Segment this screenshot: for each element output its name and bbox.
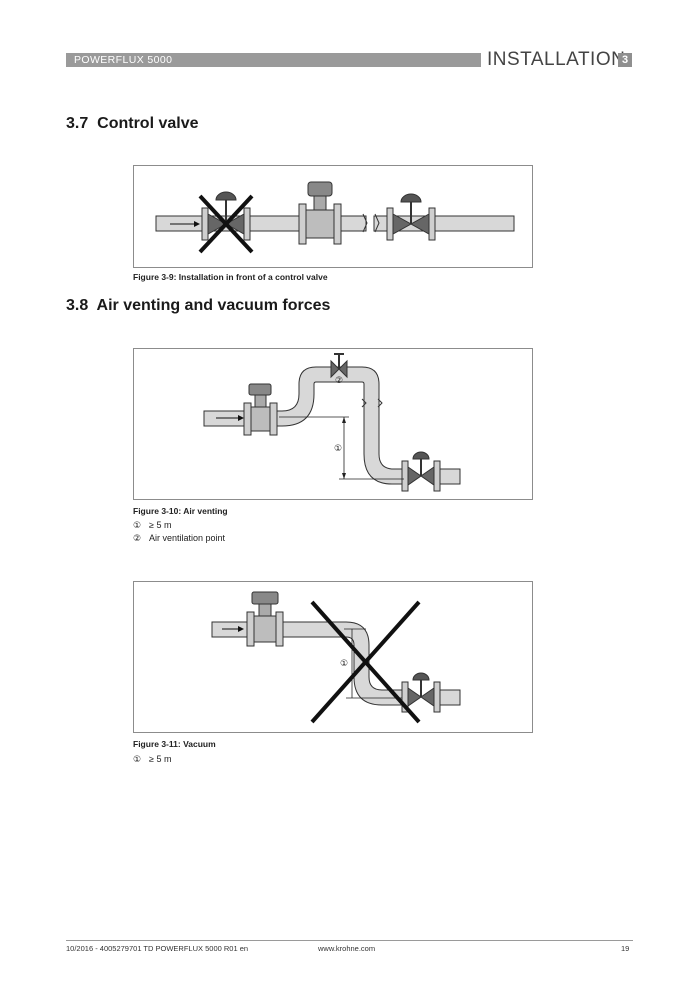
legend-text: Air ventilation point bbox=[149, 533, 226, 543]
footer-page-number: 19 bbox=[621, 944, 630, 953]
footer-rule bbox=[66, 940, 633, 941]
section-title: Air venting and vacuum forces bbox=[96, 297, 331, 314]
callout-1: ① bbox=[334, 444, 342, 454]
figure-caption: Figure 3-9: Installation in front of a c… bbox=[133, 272, 328, 282]
legend-number: ① bbox=[133, 754, 142, 764]
legend-item: ① ≥ 5 m bbox=[133, 520, 171, 531]
figure-caption: Figure 3-10: Air venting bbox=[133, 506, 228, 516]
callout-2: ② bbox=[335, 376, 343, 386]
legend-item: ② Air ventilation point bbox=[133, 533, 225, 544]
control-valve-diagram bbox=[155, 181, 515, 254]
figure-3-11: ① bbox=[133, 581, 533, 733]
section-heading-3-8: 3.8 Air venting and vacuum forces bbox=[66, 297, 330, 315]
section-number: 3.8 bbox=[66, 297, 89, 314]
section-heading-3-7: 3.7 Control valve bbox=[66, 115, 199, 133]
section-number: 3.7 bbox=[66, 115, 89, 132]
footer-website: www.krohne.com bbox=[318, 944, 376, 953]
figure-3-10: ② ① bbox=[133, 348, 533, 500]
figure-3-9 bbox=[133, 165, 533, 268]
legend-text: ≥ 5 m bbox=[149, 520, 172, 530]
footer-doc-ref: 10/2016 - 4005279701 TD POWERFLUX 5000 R… bbox=[66, 944, 249, 953]
figure-caption: Figure 3-11: Vacuum bbox=[133, 739, 216, 749]
legend-item: ① ≥ 5 m bbox=[133, 754, 171, 765]
section-title: Control valve bbox=[97, 115, 199, 132]
header-bar bbox=[66, 53, 481, 67]
legend-number: ① bbox=[133, 520, 142, 530]
legend-text: ≥ 5 m bbox=[149, 754, 172, 764]
header-section-title: INSTALLATION bbox=[487, 49, 626, 70]
air-venting-diagram: ② ① bbox=[203, 353, 461, 492]
legend-number: ② bbox=[133, 533, 142, 543]
header-chapter-badge: 3 bbox=[618, 53, 632, 67]
callout-1: ① bbox=[340, 659, 348, 669]
header-product-name: POWERFLUX 5000 bbox=[74, 54, 173, 66]
vacuum-diagram: ① bbox=[211, 591, 461, 724]
